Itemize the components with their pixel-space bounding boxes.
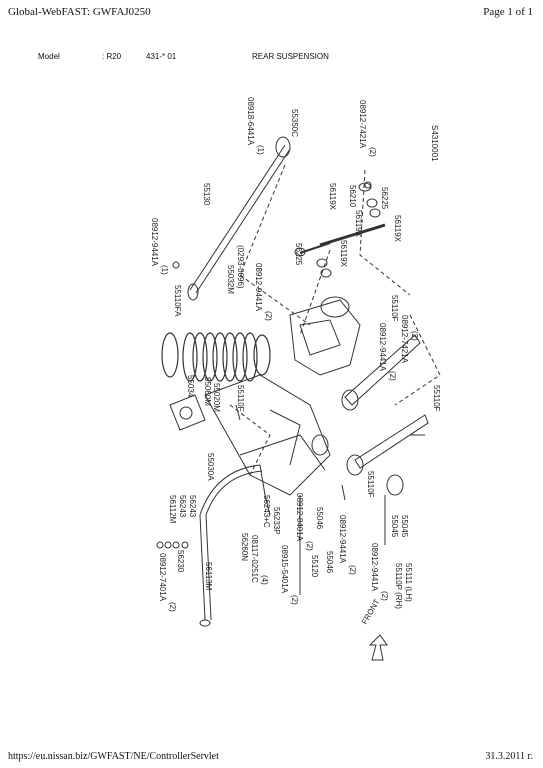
- part-label: (0293-0696): [236, 245, 245, 289]
- part-label: 55110P (RH): [394, 563, 403, 609]
- part-label: (2): [305, 541, 314, 551]
- part-label: 55032M: [226, 265, 235, 294]
- part-label: (2): [168, 602, 177, 612]
- browser-page-title: Global-WebFAST: GWFAJ0250: [8, 6, 151, 18]
- part-label: 08912-8401A: [295, 493, 304, 542]
- part-label: 56112M: [168, 495, 177, 524]
- rear-suspension-diagram: S4310001: [150, 97, 441, 661]
- part-label: 55046: [325, 551, 334, 574]
- part-label: 56225: [380, 187, 389, 210]
- part-label: 55045: [400, 515, 409, 538]
- part-label: 55110F: [236, 385, 245, 412]
- part-label: 56119X: [393, 215, 402, 243]
- part-label: 56113M: [204, 562, 213, 591]
- part-label: (2): [410, 331, 419, 341]
- part-label: 08918-6441A: [246, 97, 255, 146]
- part-label: 55110F: [390, 295, 399, 322]
- part-label: 08912-7421A: [358, 100, 367, 149]
- part-label: (1): [160, 265, 169, 275]
- part-label: 55030A: [206, 453, 215, 481]
- part-label: (2): [380, 591, 389, 601]
- part-label: 08912-9441A: [370, 543, 379, 592]
- part-label: (1): [256, 145, 265, 155]
- part-label: 08912-9441A: [254, 263, 263, 312]
- part-label: 56230: [176, 550, 185, 573]
- part-label: 56225: [294, 243, 303, 266]
- part-label: 08117-0251C: [250, 535, 259, 583]
- part-label: 08912-9441A: [338, 515, 347, 564]
- part-label: 56243+C: [262, 495, 271, 528]
- model-value: : R20: [102, 52, 122, 61]
- part-label: 55350C: [290, 109, 299, 137]
- part-label: 55120: [310, 555, 319, 578]
- part-label: (2): [290, 595, 299, 605]
- part-label: 55060M: [203, 377, 212, 406]
- footer-date: 31.3.2011 г.: [485, 751, 533, 762]
- part-label: 56119X: [339, 240, 348, 268]
- front-label: FRONT: [360, 598, 382, 626]
- part-label: 56210: [348, 185, 357, 208]
- part-label: 55046: [315, 507, 324, 530]
- part-label: 55034: [186, 375, 195, 398]
- part-label: 08912-9441A: [378, 323, 387, 372]
- part-label: (2): [368, 147, 377, 157]
- part-label: 55110F: [432, 385, 441, 412]
- footer-url: https://eu.nissan.biz/GWFAST/NE/Controll…: [8, 751, 219, 762]
- part-label: 08912-9441A: [150, 218, 159, 267]
- diagram-code: S4310001: [430, 125, 439, 162]
- section-code: 431-* 01: [146, 52, 177, 61]
- part-label: 08915-5401A: [280, 545, 289, 594]
- section-title: REAR SUSPENSION: [252, 52, 329, 61]
- part-label: (2): [348, 565, 357, 575]
- part-label: 55045: [390, 515, 399, 538]
- part-label: 56260N: [240, 533, 249, 561]
- part-label: (2): [264, 311, 273, 321]
- model-label: Model: [38, 52, 60, 61]
- part-label: 55130: [202, 183, 211, 206]
- part-label: 56119X: [354, 210, 363, 238]
- part-label: 55020M: [212, 383, 221, 412]
- part-label: 56119X: [328, 183, 337, 211]
- part-label: 56233P: [272, 507, 281, 535]
- part-label: 55110FA: [173, 285, 182, 317]
- part-label: 55111 (LH): [404, 563, 413, 602]
- part-label: 08912-7401A: [158, 553, 167, 602]
- page-count: Page 1 of 1: [483, 6, 533, 18]
- part-label: 56243: [178, 495, 187, 518]
- part-label: 56243: [188, 495, 197, 518]
- part-label: (4): [260, 575, 269, 585]
- drawing-strokes: [156, 136, 441, 661]
- part-label: 55110F: [366, 471, 375, 498]
- part-label: 08912-7421A: [400, 315, 409, 364]
- part-label: (2): [388, 371, 397, 381]
